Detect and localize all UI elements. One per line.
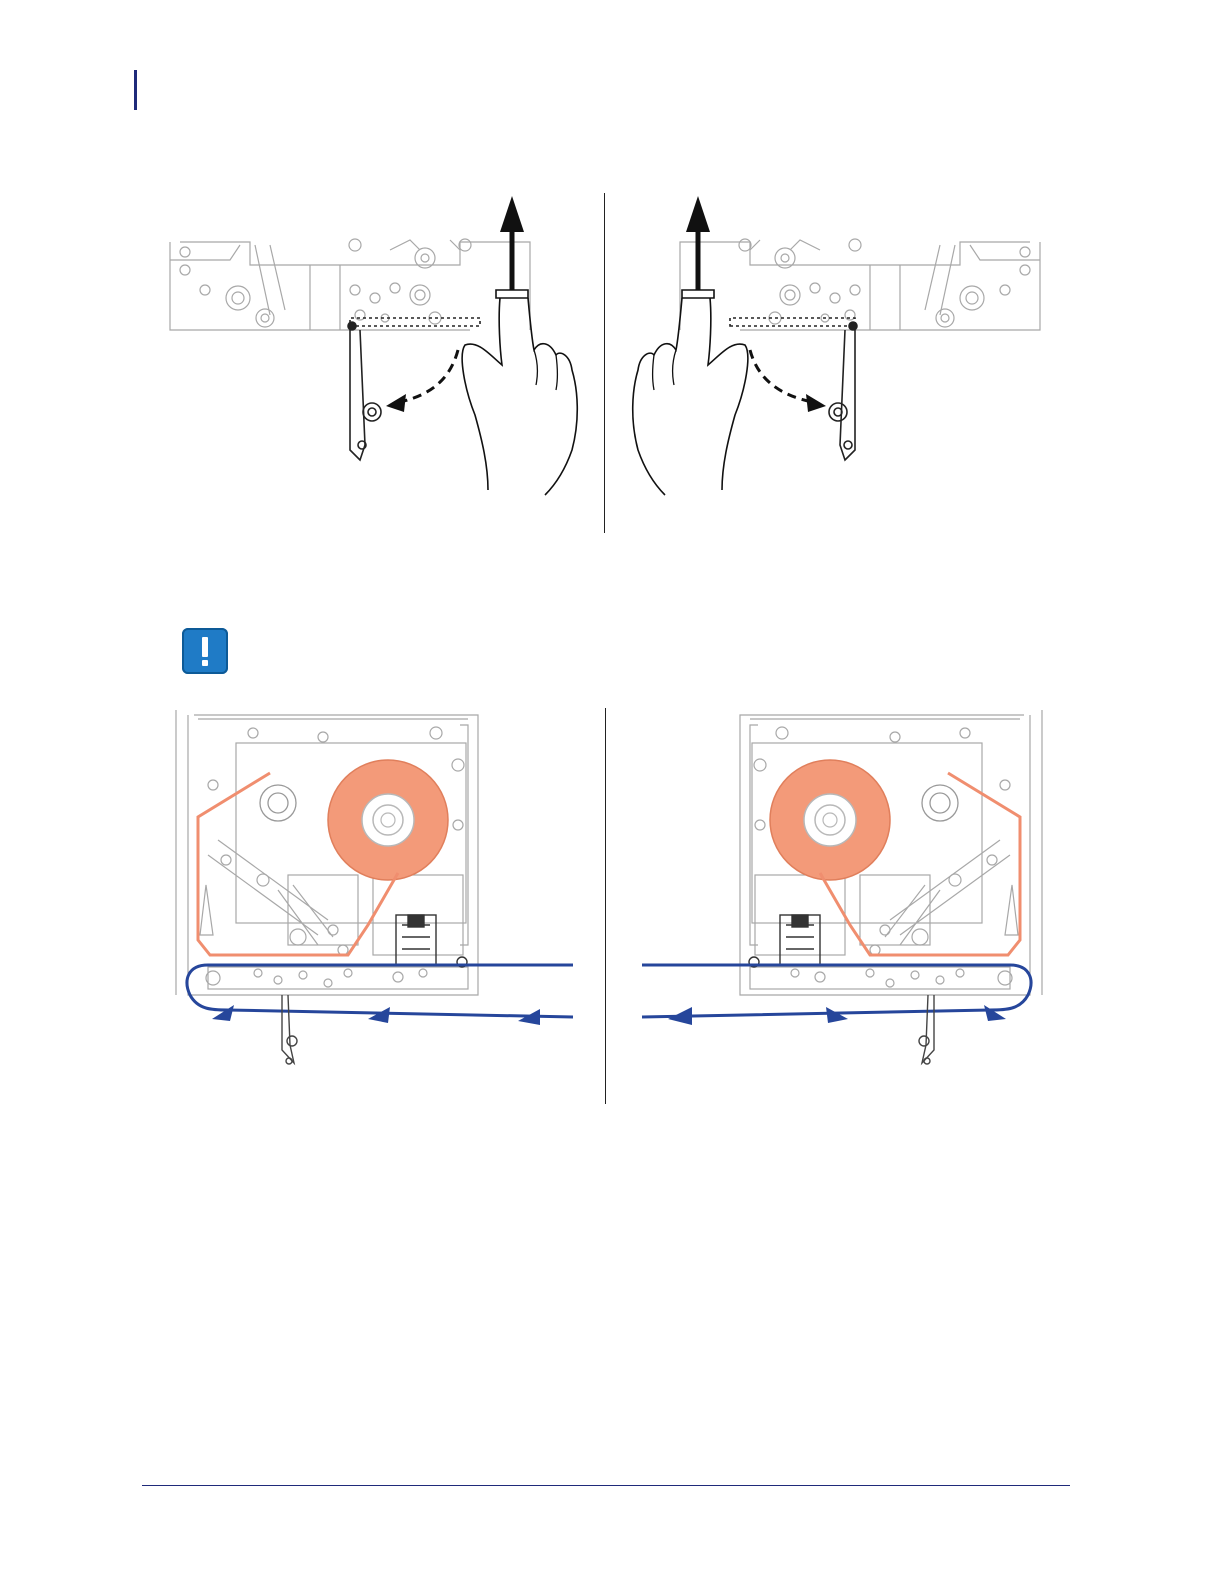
printhead-open-left-illustration bbox=[160, 190, 610, 500]
caution-icon bbox=[182, 628, 228, 674]
figure-divider bbox=[605, 708, 606, 1104]
exclamation-icon bbox=[182, 628, 228, 674]
printhead-open-right-illustration bbox=[640, 190, 1040, 500]
footer-rule bbox=[142, 1485, 1070, 1486]
figure-divider bbox=[604, 193, 605, 533]
margin-change-bar bbox=[134, 70, 137, 110]
media-path-right-illustration bbox=[630, 705, 1050, 1075]
media-path-left-illustration bbox=[168, 705, 588, 1075]
